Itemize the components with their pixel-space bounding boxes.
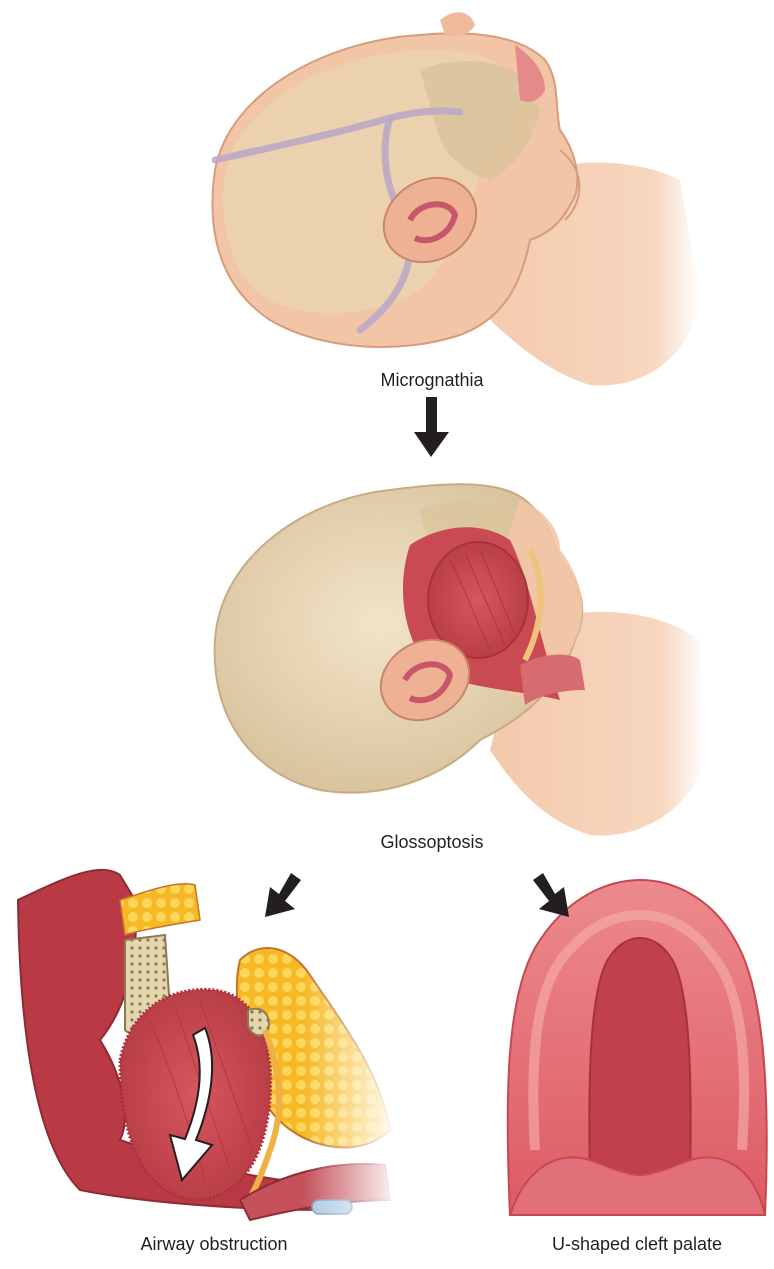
caption-micrognathia: Micrognathia xyxy=(380,370,483,391)
caption-u-shaped-cleft-palate: U-shaped cleft palate xyxy=(552,1234,722,1255)
caption-airway-obstruction: Airway obstruction xyxy=(140,1234,287,1255)
micrognathia-head-illustration xyxy=(212,12,700,385)
diagonal-down-right-arrow-icon xyxy=(533,873,569,917)
glossoptosis-head-illustration xyxy=(215,484,705,835)
airway-obstruction-illustration xyxy=(10,870,400,1220)
cleft-opening xyxy=(589,938,690,1175)
nose xyxy=(440,12,475,36)
u-shaped-cleft-palate-illustration xyxy=(508,880,767,1215)
caption-glossoptosis: Glossoptosis xyxy=(380,832,483,853)
down-arrow-icon xyxy=(414,397,449,457)
